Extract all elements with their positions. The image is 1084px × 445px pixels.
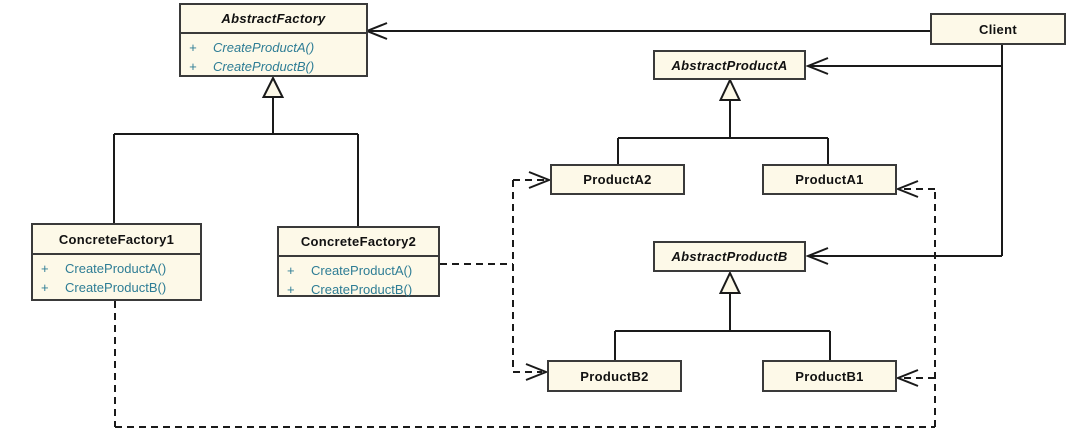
method-row: + CreateProductB() <box>189 57 362 76</box>
class-title: ConcreteFactory1 <box>33 225 200 255</box>
class-title: ProductB1 <box>795 368 864 384</box>
open-arrowhead-icon <box>805 247 829 265</box>
visibility-marker: + <box>287 263 295 278</box>
visibility-marker: + <box>189 40 197 55</box>
class-title: ProductB2 <box>580 368 649 384</box>
class-node-concretefactory1[interactable]: ConcreteFactory1 + CreateProductA() + Cr… <box>31 223 202 301</box>
class-title: ProductA2 <box>583 172 652 187</box>
method-signature: CreateProductB() <box>65 280 167 295</box>
class-node-producta2[interactable]: ProductA2 <box>550 164 685 195</box>
class-node-concretefactory2[interactable]: ConcreteFactory2 + CreateProductA() + Cr… <box>277 226 440 297</box>
edge-producta-generalization-tree <box>617 100 829 164</box>
open-arrowhead-icon <box>805 57 829 75</box>
method-row: + CreateProductB() <box>287 280 434 299</box>
class-title: AbstractProductA <box>671 57 788 73</box>
class-title: Client <box>979 21 1017 37</box>
class-title: AbstractProductB <box>671 249 788 264</box>
method-row: + CreateProductA() <box>41 259 196 278</box>
method-list: + CreateProductA() + CreateProductB() <box>181 34 366 76</box>
generalization-triangle-icon <box>718 77 742 101</box>
visibility-marker: + <box>41 261 49 276</box>
method-signature: CreateProductB() <box>311 282 413 297</box>
method-list: + CreateProductA() + CreateProductB() <box>33 255 200 297</box>
method-signature: CreateProductA() <box>213 40 315 55</box>
class-node-abstractproductb[interactable]: AbstractProductB <box>653 241 806 272</box>
class-node-client[interactable]: Client <box>930 13 1066 45</box>
generalization-triangle-icon <box>261 75 285 98</box>
visibility-marker: + <box>287 282 295 297</box>
class-node-abstractproducta[interactable]: AbstractProductA <box>653 50 806 80</box>
class-title: ProductA1 <box>795 172 864 187</box>
class-node-productb2[interactable]: ProductB2 <box>547 360 682 392</box>
open-arrowhead-icon <box>895 180 919 198</box>
method-signature: CreateProductA() <box>311 263 413 278</box>
class-node-abstractfactory[interactable]: AbstractFactory + CreateProductA() + Cre… <box>179 3 368 77</box>
class-title: ConcreteFactory2 <box>279 228 438 257</box>
edge-productb-generalization-tree <box>614 293 831 360</box>
class-node-productb1[interactable]: ProductB1 <box>762 360 897 392</box>
open-arrowhead-icon <box>895 369 919 387</box>
method-list: + CreateProductA() + CreateProductB() <box>279 257 438 299</box>
generalization-triangle-icon <box>718 270 742 294</box>
method-row: + CreateProductA() <box>189 38 362 57</box>
class-title: AbstractFactory <box>181 5 366 34</box>
open-arrowhead-icon <box>525 363 549 381</box>
method-row: + CreateProductB() <box>41 278 196 297</box>
visibility-marker: + <box>189 59 197 74</box>
method-signature: CreateProductA() <box>65 261 167 276</box>
edge-factories-generalization-tree <box>113 97 359 226</box>
method-row: + CreateProductA() <box>287 261 434 280</box>
method-signature: CreateProductB() <box>213 59 315 74</box>
open-arrowhead-icon <box>528 171 552 189</box>
visibility-marker: + <box>41 280 49 295</box>
class-node-producta1[interactable]: ProductA1 <box>762 164 897 195</box>
